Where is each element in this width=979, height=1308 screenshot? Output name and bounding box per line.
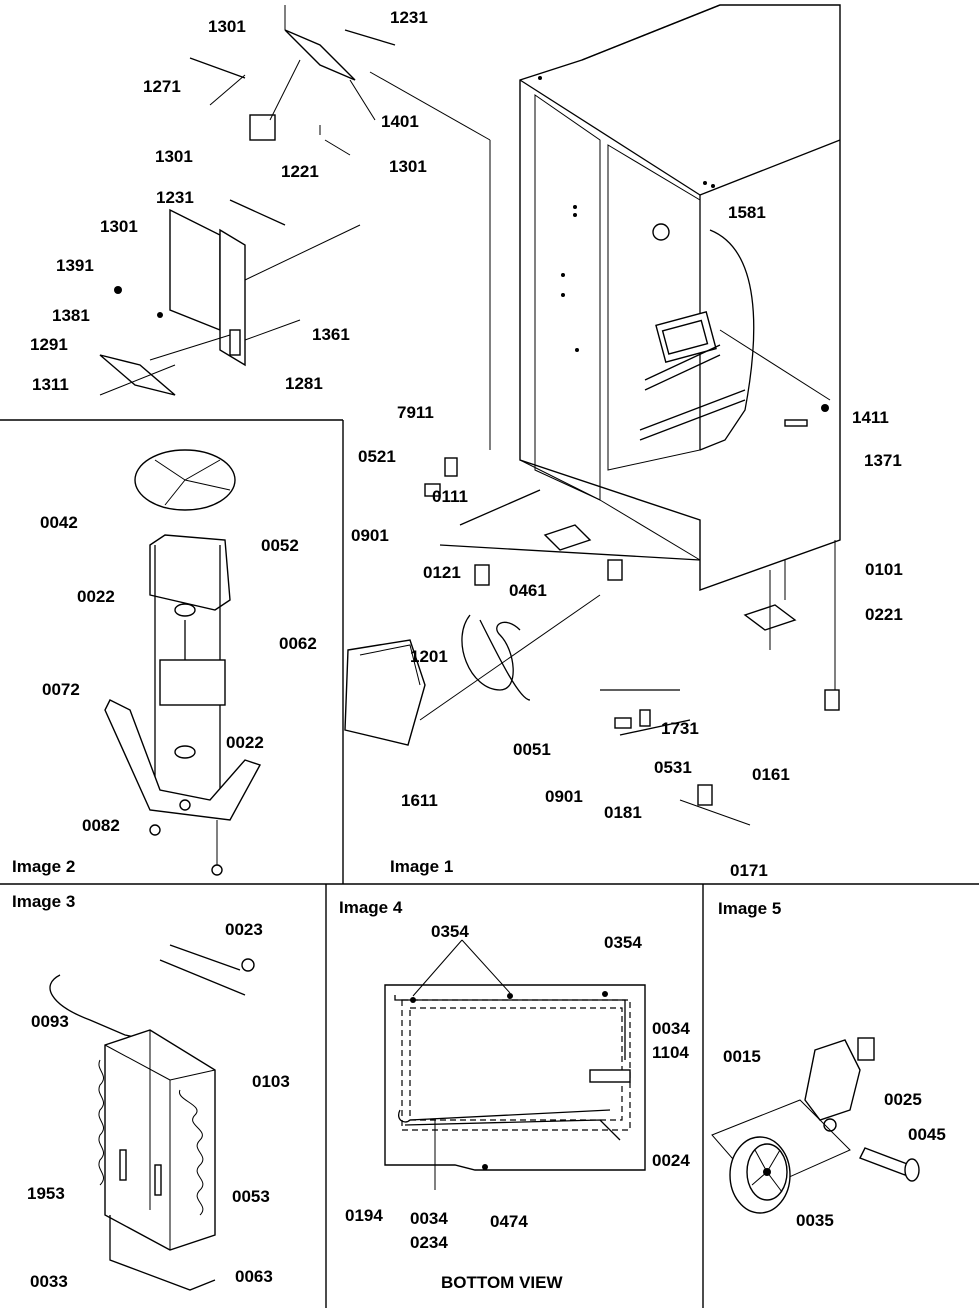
part-label: 0101 <box>865 560 903 579</box>
part-label: 1281 <box>285 374 323 393</box>
image2-drawing: 0042 0052 0022 0062 0072 0022 0082 Image… <box>12 449 317 876</box>
part-label: 0121 <box>423 563 461 582</box>
part-label: 0034 <box>652 1019 690 1038</box>
part-label: 1301 <box>389 157 427 176</box>
part-label: 0051 <box>513 740 551 759</box>
part-label: 0221 <box>865 605 903 624</box>
part-label: 0093 <box>31 1012 69 1031</box>
part-label: 1411 <box>852 408 889 427</box>
image4-caption: Image 4 <box>339 898 403 917</box>
part-label: 0072 <box>42 680 80 699</box>
part-label: 0063 <box>235 1267 273 1286</box>
top-bracket-drawing <box>189 5 396 156</box>
part-label: 0042 <box>40 513 78 532</box>
cabinet-drawing <box>344 4 841 826</box>
part-label: 1953 <box>27 1184 65 1203</box>
part-label: 0045 <box>908 1125 946 1144</box>
part-label: 0461 <box>509 581 547 600</box>
image3-drawing: Image 3 0023 0093 0103 1953 0053 0033 00… <box>12 892 290 1291</box>
panel-dividers <box>0 419 979 1308</box>
part-label: 1201 <box>410 647 448 666</box>
part-label: 0052 <box>261 536 299 555</box>
image1-caption: Image 1 <box>390 857 453 876</box>
part-label: 1301 <box>208 17 246 36</box>
bottom-view-caption: BOTTOM VIEW <box>441 1273 563 1292</box>
part-label: 0521 <box>358 447 396 466</box>
part-label: 0901 <box>351 526 389 545</box>
part-label: 0015 <box>723 1047 761 1066</box>
part-label: 0022 <box>77 587 115 606</box>
part-label: 0111 <box>432 487 468 506</box>
part-label: 0103 <box>252 1072 290 1091</box>
part-label: 1104 <box>652 1043 689 1062</box>
image4-labels: 0354 0354 0034 1104 0024 0194 0034 0234 … <box>345 922 690 1252</box>
image1-drawing: 1301 1231 1271 1401 1301 1221 1301 1231 … <box>30 4 903 880</box>
part-label: 0194 <box>345 1206 383 1225</box>
part-label: 1221 <box>281 162 319 181</box>
part-label: 1361 <box>312 325 350 344</box>
image5-caption: Image 5 <box>718 899 781 918</box>
part-label: 1401 <box>381 112 419 131</box>
part-label: 0034 <box>410 1209 448 1228</box>
part-label: 7911 <box>397 403 434 422</box>
part-label: 0082 <box>82 816 120 835</box>
part-label: 0171 <box>730 861 768 880</box>
part-label: 1381 <box>52 306 90 325</box>
part-label: 1271 <box>143 77 181 96</box>
part-label: 0025 <box>884 1090 922 1109</box>
image2-caption: Image 2 <box>12 857 75 876</box>
part-label: 1231 <box>390 8 428 27</box>
image5-labels: 0015 0025 0045 0035 <box>723 1047 946 1230</box>
part-label: 0161 <box>752 765 790 784</box>
part-label: 1231 <box>156 188 194 207</box>
part-label: 0901 <box>545 787 583 806</box>
part-label: 0354 <box>431 922 469 941</box>
mid-bracket-drawing <box>99 199 361 396</box>
part-label: 0234 <box>410 1233 448 1252</box>
part-label: 0181 <box>604 803 642 822</box>
part-label: 0024 <box>652 1151 690 1170</box>
part-label: 1581 <box>728 203 766 222</box>
part-label: 0035 <box>796 1211 834 1230</box>
part-label: 1391 <box>56 256 94 275</box>
part-label: 1371 <box>864 451 902 470</box>
part-label: 0053 <box>232 1187 270 1206</box>
image3-labels: 0023 0093 0103 1953 0053 0033 0063 <box>27 920 290 1291</box>
part-label: 0033 <box>30 1272 68 1291</box>
part-label: 1311 <box>32 375 69 394</box>
part-label: 0062 <box>279 634 317 653</box>
part-label: 1301 <box>155 147 193 166</box>
image5-drawing: Image 5 0015 0025 0045 0035 <box>711 899 946 1230</box>
part-label: 0022 <box>226 733 264 752</box>
image4-drawing: Image 4 0354 0354 0034 1104 0024 0194 00… <box>339 898 690 1292</box>
part-label: 1291 <box>30 335 68 354</box>
image2-labels: 0042 0052 0022 0062 0072 0022 0082 <box>40 513 317 835</box>
part-label: 0354 <box>604 933 642 952</box>
part-label: 0531 <box>654 758 692 777</box>
part-label: 1731 <box>661 719 699 738</box>
image3-caption: Image 3 <box>12 892 75 911</box>
part-label: 0023 <box>225 920 263 939</box>
image1-labels: 1301 1231 1271 1401 1301 1221 1301 1231 … <box>30 8 903 880</box>
part-label: 1301 <box>100 217 138 236</box>
part-label: 0474 <box>490 1212 528 1231</box>
part-label: 1611 <box>401 791 438 810</box>
